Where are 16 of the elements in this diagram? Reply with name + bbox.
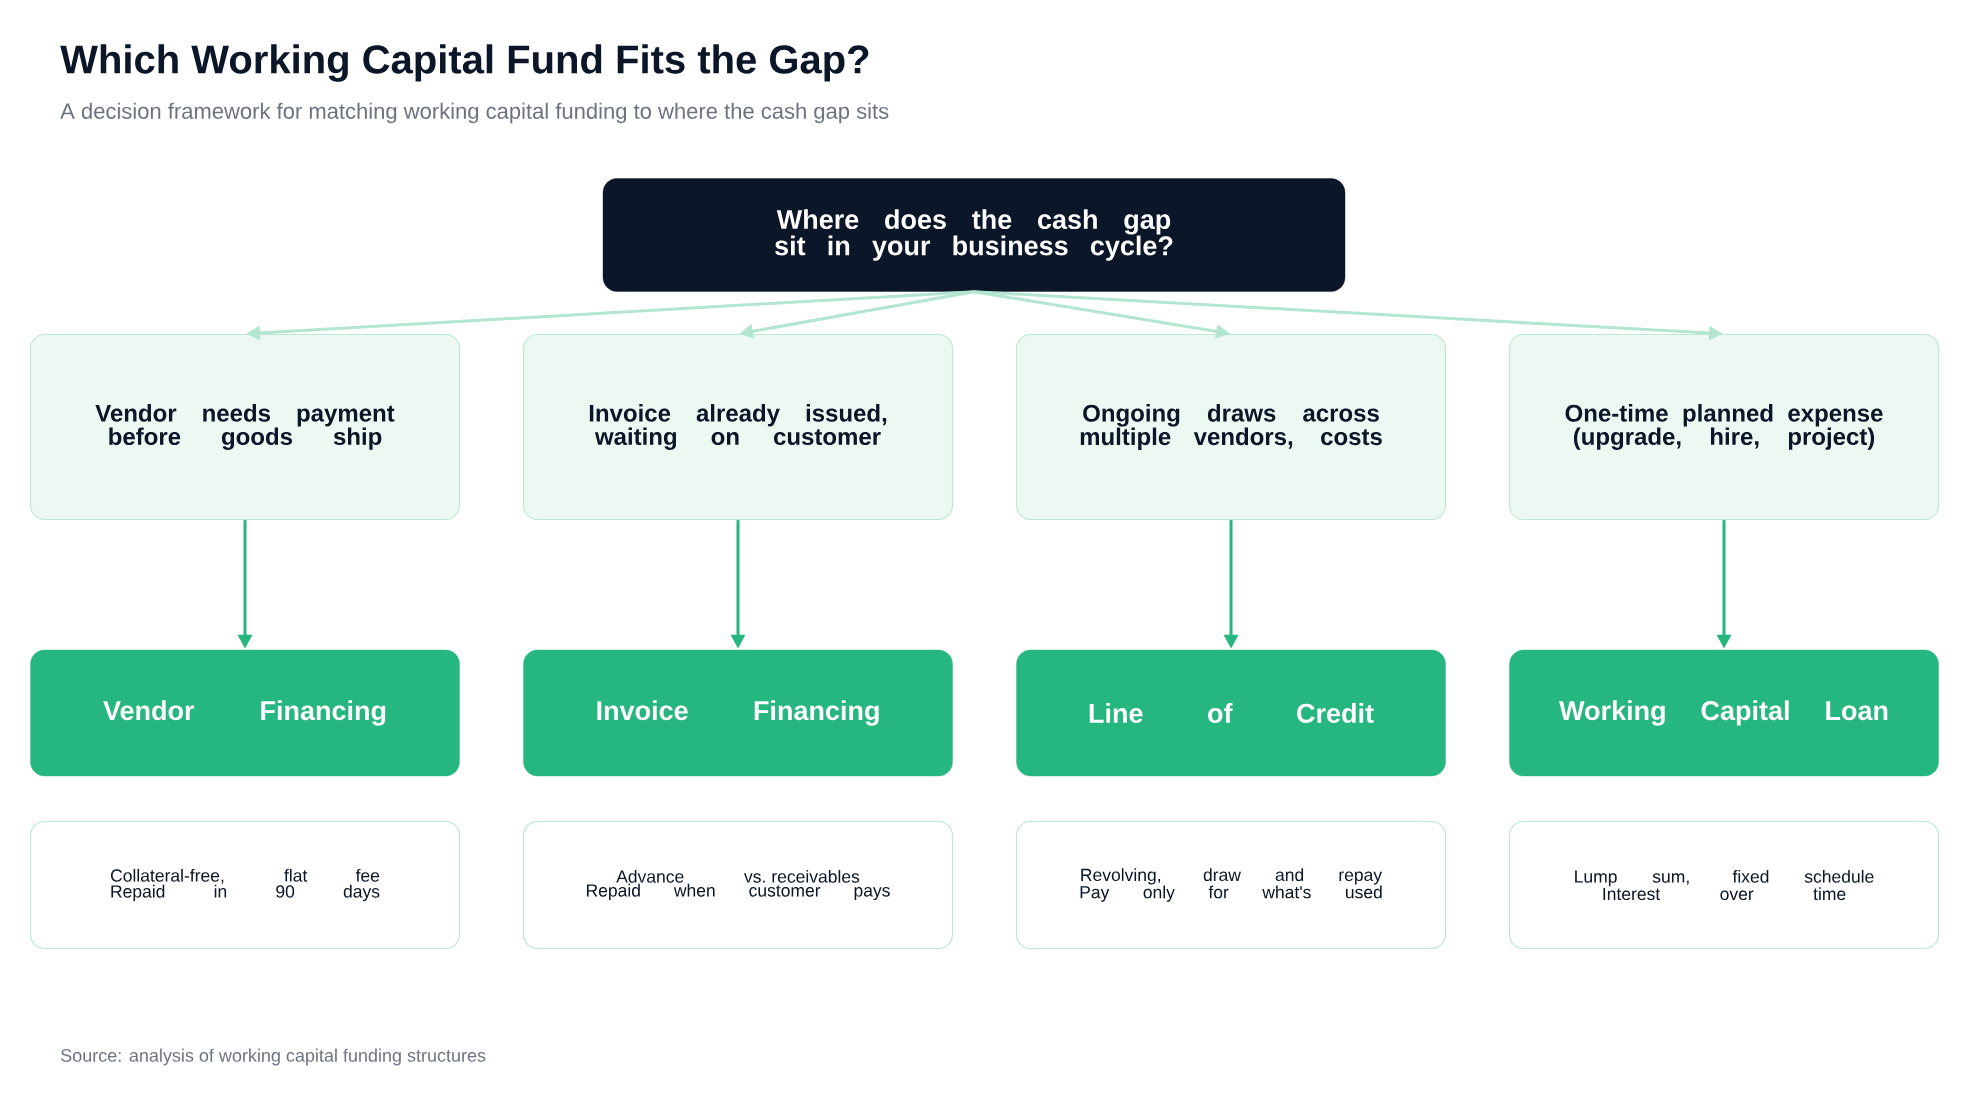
detail-box: Revolving, draw and repay Pay only for what's used	[1015, 820, 1447, 950]
subtitle: A decision framework for matching working capital funding to where the cash gap sits	[60, 102, 889, 124]
detail-box: Collateral-free, flat fee Repaid in 90 days	[29, 820, 461, 950]
situation-box: Vendor needs payment before goods ship	[29, 333, 461, 521]
detail-box: Advance vs. receivables Repaid when customer pays	[522, 820, 954, 950]
source-note: Source: analysis of working capital funding structures	[61, 1048, 486, 1066]
product-box: Vendor Financing	[30, 649, 460, 777]
question-box: Where does the cash gap sit in your business cycle?	[602, 178, 1346, 292]
title: Which Working Capital Fund Fits the Gap?	[60, 44, 869, 82]
product-box: Invoice Financing	[523, 649, 953, 777]
product-box: Working Capital Loan	[1509, 649, 1939, 777]
product-box: Line of Credit	[1016, 649, 1446, 777]
situation-box: Invoice already issued, waiting on customer	[522, 333, 954, 521]
situation-box: One-time planned expense (upgrade, hire, project)	[1508, 333, 1940, 521]
situation-box: Ongoing draws across multiple vendors, costs	[1015, 333, 1447, 521]
detail-box: Lump sum, fixed schedule Interest over time	[1508, 820, 1940, 950]
